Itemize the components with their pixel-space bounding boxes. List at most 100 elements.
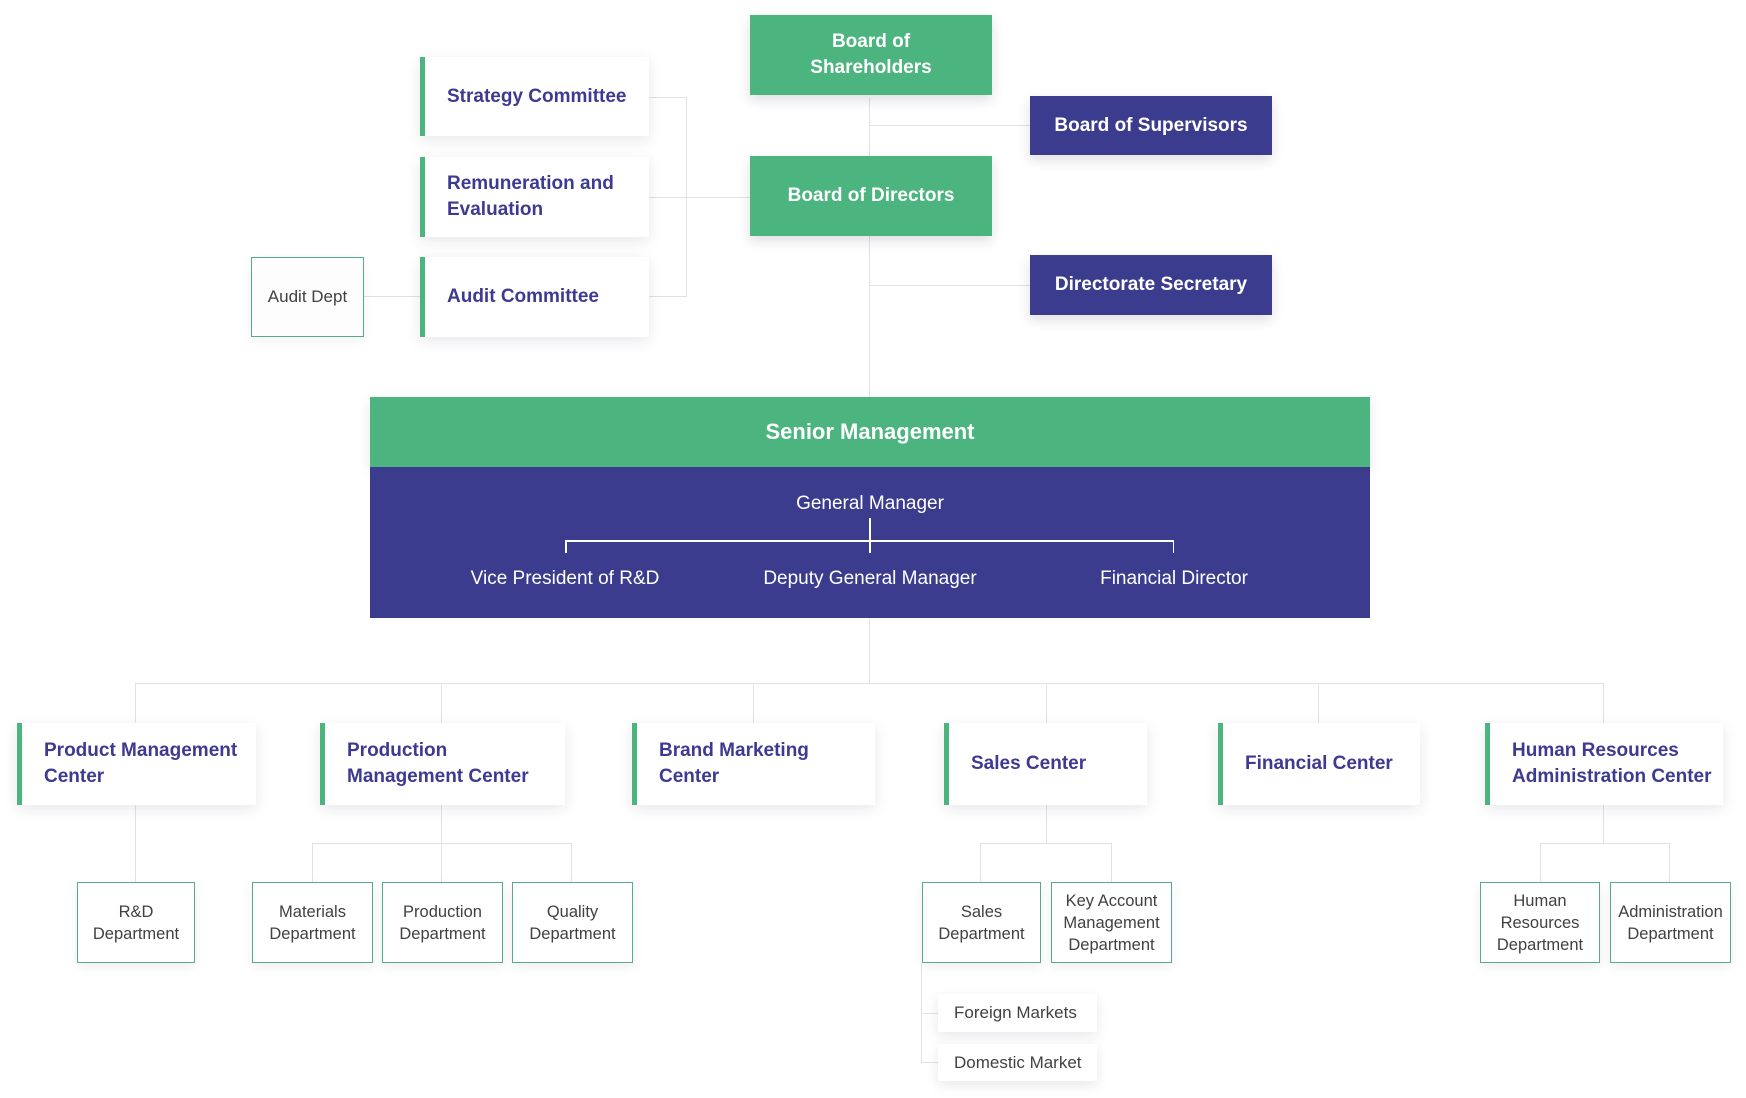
node-label: Center [659, 766, 720, 787]
node-label: Management Center [347, 766, 529, 787]
connector-line [980, 843, 981, 882]
node-label: Key Account [1065, 891, 1158, 910]
connector-line [1540, 843, 1670, 844]
connector-line-white [565, 540, 567, 553]
node-label: Brand Marketing [659, 740, 809, 761]
node-production-management-center: Production Management Center [320, 723, 565, 805]
connector-line [312, 843, 313, 882]
node-label: Production [347, 740, 448, 761]
node-general-manager: General Manager [796, 493, 944, 514]
node-directorate-secretary: Directorate Secretary [1030, 255, 1272, 315]
node-deputy-general-manager: Deputy General Manager [763, 568, 977, 589]
node-hr-administration-center: Human Resources Administration Center [1485, 723, 1723, 805]
node-financial-director: Financial Director [1100, 568, 1248, 589]
node-label: Sales [960, 902, 1003, 921]
node-label: Department [269, 924, 356, 943]
node-label: Strategy Committee [447, 85, 627, 107]
connector-line [1540, 843, 1541, 882]
connector-line [869, 618, 870, 683]
connector-line [1111, 843, 1112, 882]
node-label: Board of [831, 31, 911, 52]
connector-line [441, 843, 442, 882]
node-audit-committee: Audit Committee [420, 257, 649, 337]
node-label: Department [399, 924, 486, 943]
node-label: Audit Dept [267, 287, 348, 306]
connector-line [1046, 805, 1047, 843]
node-label: Materials [279, 902, 346, 921]
connector-line [312, 843, 572, 844]
connector-line [921, 1013, 938, 1014]
connector-line [870, 125, 1030, 126]
node-product-management-center: Product Management Center [17, 723, 256, 805]
node-label: Department [1068, 935, 1155, 954]
node-foreign-markets: Foreign Markets [938, 994, 1097, 1032]
connector-line-white [869, 540, 871, 553]
connector-line [753, 683, 754, 723]
node-board-of-supervisors: Board of Supervisors [1030, 96, 1272, 155]
node-label: Production [403, 902, 482, 921]
node-label: Resources [1500, 913, 1580, 932]
node-board-of-directors: Board of Directors [750, 156, 992, 236]
node-label: Remuneration and [447, 173, 614, 194]
connector-line [649, 296, 687, 297]
node-production-department: Production Department [382, 882, 503, 963]
connector-line-white [1172, 540, 1174, 553]
node-label: Domestic Market [954, 1052, 1082, 1072]
node-label: Directorate Secretary [1054, 274, 1248, 295]
node-label: Financial Center [1245, 753, 1393, 774]
node-label: Administration [1618, 902, 1723, 921]
node-label: Center [44, 766, 105, 787]
node-board-of-shareholders: Board of Shareholders [750, 15, 992, 95]
node-label: Sales Center [971, 753, 1087, 774]
senior-management-body: General Manager Vice President of R&D De… [370, 467, 1370, 618]
node-remuneration-and-evaluation: Remuneration and Evaluation [420, 157, 649, 237]
connector-line [1318, 683, 1319, 723]
node-key-account-management-department: Key Account Management Department [1051, 882, 1172, 963]
node-administration-department: Administration Department [1610, 882, 1731, 963]
connector-line-white [869, 518, 871, 540]
node-quality-department: Quality Department [512, 882, 633, 963]
node-label: Board of Supervisors [1054, 114, 1248, 136]
node-label: Administration Center [1512, 766, 1712, 787]
node-label: Management [1063, 913, 1160, 932]
connector-line [870, 285, 1030, 286]
node-label: Evaluation [447, 199, 544, 220]
connector-line [441, 683, 442, 723]
node-human-resources-department: Human Resources Department [1480, 882, 1600, 963]
node-label: Foreign Markets [954, 1003, 1077, 1022]
node-label: Department [529, 924, 616, 943]
node-domestic-market: Domestic Market [938, 1044, 1097, 1081]
connector-line [571, 843, 572, 882]
node-label: Department [92, 924, 180, 943]
connector-line [921, 1062, 938, 1063]
connector-line [649, 197, 750, 198]
connector-line [980, 843, 1112, 844]
connector-line [135, 805, 136, 882]
connector-line [135, 683, 136, 723]
node-label: Department [1627, 924, 1714, 943]
section-title: Senior Management [765, 419, 975, 444]
connector-line [136, 683, 1604, 684]
senior-management-header: Senior Management [370, 397, 1370, 467]
node-label: Human [1513, 891, 1567, 910]
node-label: Department [938, 924, 1025, 943]
node-strategy-committee: Strategy Committee [420, 57, 649, 136]
connector-line [1603, 805, 1604, 843]
node-rd-department: R&D Department [77, 882, 195, 963]
connector-line [441, 805, 442, 843]
node-audit-dept: Audit Dept [251, 257, 364, 337]
connector-line [1669, 843, 1670, 882]
connector-line [364, 296, 420, 297]
node-label: Quality [546, 902, 599, 921]
connector-line [869, 97, 870, 156]
node-brand-marketing-center: Brand Marketing Center [632, 723, 875, 805]
node-label: Department [1496, 935, 1584, 954]
connector-line [1046, 683, 1047, 723]
node-label: Shareholders [810, 57, 932, 78]
node-vice-president-rd: Vice President of R&D [470, 568, 660, 589]
node-label: Audit Committee [447, 286, 599, 307]
node-sales-center: Sales Center [944, 723, 1147, 805]
node-label: Product Management [44, 740, 238, 761]
connector-line [1603, 683, 1604, 723]
